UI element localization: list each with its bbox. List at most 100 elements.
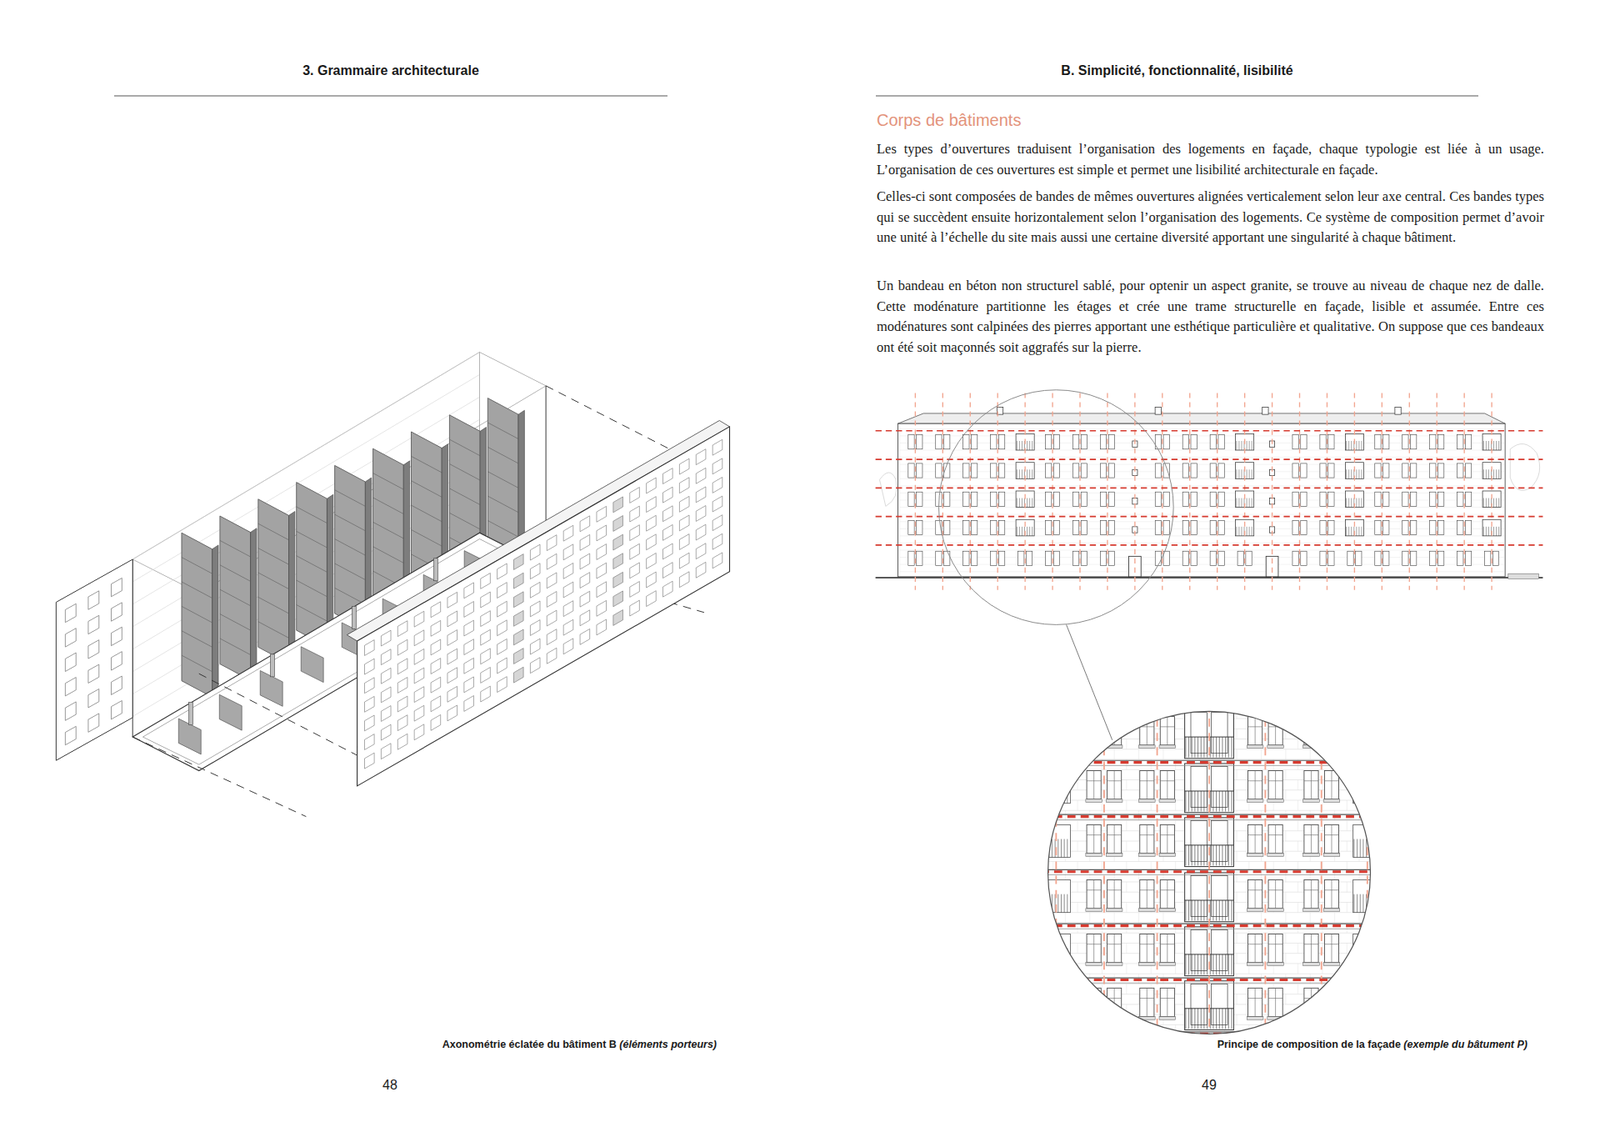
window xyxy=(963,520,970,535)
balcony-rail xyxy=(1188,900,1190,920)
stone-joint xyxy=(1138,830,1140,841)
window xyxy=(1182,435,1189,450)
window xyxy=(1410,435,1417,450)
window xyxy=(530,620,540,636)
balcony-rail xyxy=(1483,469,1485,479)
balcony-rail xyxy=(1221,845,1223,865)
slab-band xyxy=(1040,1030,1378,1032)
window xyxy=(712,476,723,493)
balcony-rail xyxy=(1221,1008,1223,1029)
window xyxy=(497,600,508,617)
mullion xyxy=(1310,824,1312,853)
sill xyxy=(1246,962,1264,966)
window xyxy=(1140,770,1155,799)
window xyxy=(1383,491,1390,506)
transom xyxy=(1248,997,1263,999)
window xyxy=(1457,463,1464,478)
balcony-rail xyxy=(1191,954,1193,975)
stone-joint xyxy=(1125,1004,1127,1015)
stone-joint xyxy=(1359,1014,1360,1025)
window xyxy=(663,505,674,522)
stone-joint xyxy=(1077,942,1079,953)
caption-text: Axonométrie éclatée du bâtiment B xyxy=(442,1038,617,1050)
stone-course xyxy=(1040,1034,1378,1035)
balcony-rail xyxy=(1362,785,1364,804)
balcony-rail xyxy=(1185,1008,1186,1029)
balcony-rail xyxy=(1219,790,1220,811)
balcony-rail xyxy=(1200,954,1202,975)
mullion xyxy=(1330,824,1332,853)
window xyxy=(530,600,540,617)
slab-line xyxy=(449,439,480,456)
window xyxy=(1457,491,1464,506)
balcony-rail xyxy=(1246,469,1248,479)
balcony-rail xyxy=(1360,785,1361,804)
mullion xyxy=(1114,880,1115,909)
window xyxy=(1140,987,1155,1016)
wall-panel xyxy=(181,532,213,697)
balcony-rail xyxy=(1206,736,1208,757)
window xyxy=(414,630,425,646)
stone-joint xyxy=(1077,840,1079,851)
balcony-rail xyxy=(1362,839,1364,858)
balcony-rail xyxy=(1212,900,1214,920)
window xyxy=(1210,520,1216,535)
balcony-frame xyxy=(1185,655,1235,705)
stone-joint xyxy=(1077,800,1079,810)
stone-joint xyxy=(1089,1035,1090,1045)
balcony-rail xyxy=(1191,682,1193,703)
balcony-rail xyxy=(1055,948,1056,967)
mullion xyxy=(1146,662,1148,691)
stone-joint xyxy=(1052,739,1054,750)
wall-panel-edge xyxy=(250,528,257,680)
transom xyxy=(1107,1051,1122,1053)
window xyxy=(1410,550,1417,565)
stone-joint xyxy=(1310,1014,1311,1025)
window xyxy=(397,733,408,750)
mullion xyxy=(1275,770,1276,799)
window xyxy=(916,435,923,450)
window xyxy=(1107,1041,1122,1070)
window xyxy=(916,491,923,506)
window xyxy=(1328,463,1335,478)
balcony xyxy=(1353,716,1382,750)
stone-joint xyxy=(1359,953,1360,964)
stone-joint xyxy=(1138,1014,1140,1025)
caption-note: (éléments porteurs) xyxy=(619,1038,717,1050)
french-window xyxy=(1190,875,1208,917)
balcony-rail xyxy=(1016,526,1018,536)
transom xyxy=(1324,943,1339,945)
balcony-rail xyxy=(1360,676,1361,695)
mullion xyxy=(1275,933,1276,962)
sill xyxy=(1105,799,1123,803)
window xyxy=(464,601,475,618)
balcony-rail xyxy=(1350,469,1352,479)
balcony-rail xyxy=(1251,526,1253,536)
window xyxy=(998,550,1005,565)
balcony-rail xyxy=(1485,440,1487,450)
balcony-rail xyxy=(1191,845,1193,865)
balcony-rail xyxy=(1485,469,1487,479)
slab-line xyxy=(296,555,328,573)
balcony-rail xyxy=(1355,498,1357,508)
balcony-rail xyxy=(1057,730,1059,750)
window xyxy=(712,515,723,531)
window xyxy=(712,533,723,550)
window xyxy=(1485,550,1491,565)
sill xyxy=(1159,962,1176,966)
stone-joint xyxy=(1273,1024,1275,1035)
balcony-rail xyxy=(1362,948,1364,967)
stone-joint xyxy=(1101,840,1103,851)
stone-joint xyxy=(1236,973,1238,984)
sill xyxy=(1267,853,1285,857)
window xyxy=(630,487,640,504)
window xyxy=(1304,933,1319,962)
window xyxy=(1218,435,1225,450)
window xyxy=(1160,662,1175,691)
window xyxy=(1100,550,1106,565)
window xyxy=(1320,463,1326,478)
stone-joint xyxy=(1236,932,1238,943)
stone-joint xyxy=(1297,1024,1299,1035)
slab-line xyxy=(335,539,366,556)
window xyxy=(663,524,674,540)
